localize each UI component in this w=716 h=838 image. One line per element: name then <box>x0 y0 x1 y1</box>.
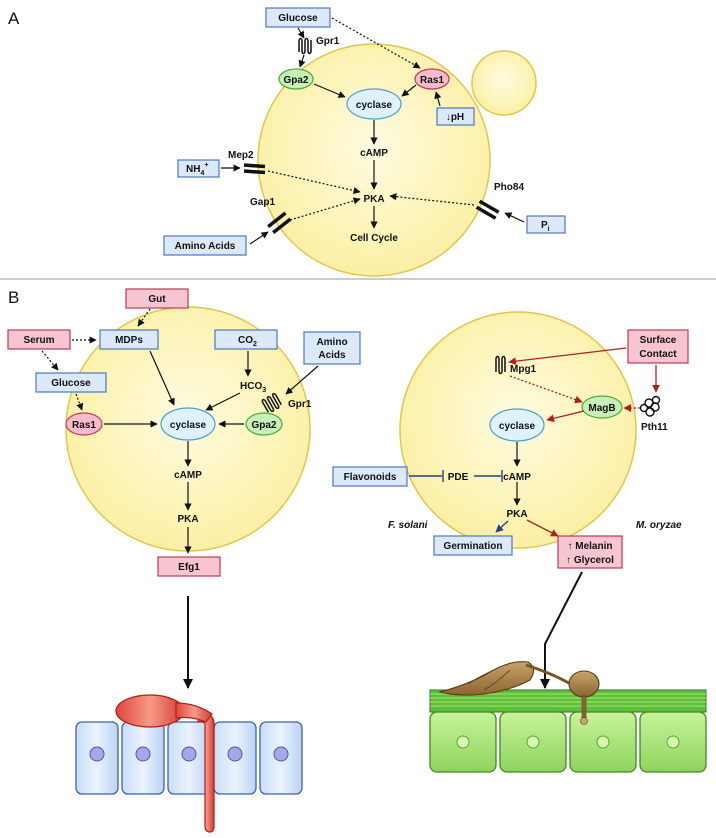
amino-acids-label-a: Amino Acids <box>175 241 236 252</box>
bud-cell <box>471 50 537 116</box>
ras1-label-b: Ras1 <box>72 420 96 431</box>
amino-acids-box-b: Amino Acids <box>303 331 361 365</box>
cyclase-label-a: cyclase <box>356 100 393 111</box>
gpa2-label: Gpa2 <box>283 75 308 86</box>
plant-cell <box>639 711 707 773</box>
ph-label: ↓pH <box>446 112 464 123</box>
cyclase-node-b: cyclase <box>160 407 216 441</box>
panel-label-a: A <box>8 9 20 28</box>
epithelial-cell <box>167 721 211 795</box>
camp-label-b: cAMP <box>174 470 202 481</box>
cyclase-label-c: cyclase <box>499 421 536 432</box>
panel-label-b: B <box>8 288 19 307</box>
pth11-label: Pth11 <box>641 422 668 433</box>
glucose-label-b: Glucose <box>51 378 91 389</box>
nh4-box: NH4+ <box>177 159 220 178</box>
surface-line2: Contact <box>639 349 677 360</box>
serum-label: Serum <box>23 335 54 346</box>
melanin-label: ↑ Melanin <box>567 541 612 552</box>
f-solani-label: F. solani <box>388 520 428 531</box>
gpr1-label-b: Gpr1 <box>288 399 312 410</box>
fungal-outcome-arrow <box>540 571 583 689</box>
gap1-label: Gap1 <box>250 197 275 208</box>
epithelial-cell <box>213 721 257 795</box>
cyclase-node-c: cyclase <box>489 408 545 442</box>
candida-hypha-icon <box>115 694 215 833</box>
epithelial-cells <box>75 721 303 795</box>
mpg1-label: Mpg1 <box>510 364 537 375</box>
pde-label: PDE <box>448 472 469 483</box>
nh4-label: NH4+ <box>186 162 208 177</box>
gpa2-node: Gpa2 <box>278 68 314 90</box>
serum-box: Serum <box>7 329 71 350</box>
gpr1-label: Gpr1 <box>316 36 340 47</box>
pho84-transporter-icon <box>475 199 500 220</box>
m-oryzae-label: M. oryzae <box>636 520 682 531</box>
glucose-label: Glucose <box>278 13 318 24</box>
mdps-label: MDPs <box>115 335 143 346</box>
cyclase-label-b: cyclase <box>170 420 207 431</box>
fungal-spore-icon <box>437 661 600 725</box>
mep2-label: Mep2 <box>228 150 254 161</box>
gpr1-receptor-icon <box>298 37 312 55</box>
gap1-transporter-icon <box>267 211 292 234</box>
ph-box: ↓pH <box>436 107 475 126</box>
plant-cell <box>429 711 497 773</box>
flavonoids-label: Flavonoids <box>344 472 397 483</box>
pka-label-b: PKA <box>177 514 198 525</box>
surface-line1: Surface <box>640 335 677 346</box>
plant-tissue <box>429 689 707 773</box>
cyclase-node-a: cyclase <box>346 88 402 120</box>
glucose-box-b: Glucose <box>35 372 107 393</box>
gpa2-node-b: Gpa2 <box>245 412 283 436</box>
co2-label: CO2 <box>238 335 257 348</box>
mdps-box: MDPs <box>99 329 159 350</box>
mep2-transporter-icon <box>243 163 266 175</box>
pka-label-c: PKA <box>506 509 527 520</box>
efg1-box: Efg1 <box>157 556 221 577</box>
magb-node: MagB <box>581 395 623 419</box>
cell-cycle-label: Cell Cycle <box>350 233 398 244</box>
efg1-label: Efg1 <box>178 562 200 573</box>
gut-label: Gut <box>148 294 166 305</box>
epithelial-cell <box>75 721 119 795</box>
surface-contact-box: Surface Contact <box>627 329 689 364</box>
co2-box: CO2 <box>214 329 278 350</box>
ras1-node-b: Ras1 <box>65 412 103 436</box>
gpa2-label-b: Gpa2 <box>251 420 276 431</box>
melanin-glycerol-box: ↑ Melanin ↑ Glycerol <box>557 535 623 569</box>
pth11-receptor-icon <box>639 395 661 417</box>
pka-label-a: PKA <box>363 194 384 205</box>
plant-cell <box>569 711 637 773</box>
germination-label: Germination <box>444 541 503 552</box>
germination-box: Germination <box>433 535 513 556</box>
amino-line2: Acids <box>318 350 346 361</box>
flavonoid-inhibition-line <box>409 470 503 482</box>
gpr1-receptor-icon-b <box>261 392 282 413</box>
camp-label-a: cAMP <box>360 148 388 159</box>
flavonoids-box: Flavonoids <box>332 466 408 487</box>
pho84-label: Pho84 <box>494 182 524 193</box>
pi-label: Pi <box>541 220 550 233</box>
mpg1-receptor-icon <box>495 355 506 375</box>
epithelial-cell <box>259 721 303 795</box>
pi-box: Pi <box>526 215 566 234</box>
glucose-box: Glucose <box>265 7 331 28</box>
magb-label: MagB <box>588 403 615 414</box>
ras1-label: Ras1 <box>420 75 444 86</box>
camp-label-c: cAMP <box>503 472 531 483</box>
amino-acids-box-a: Amino Acids <box>163 235 247 256</box>
glycerol-label: ↑ Glycerol <box>566 555 614 566</box>
amino-line1: Amino <box>316 337 347 348</box>
hco3-label: HCO3 <box>240 381 266 394</box>
ras1-node: Ras1 <box>414 68 450 90</box>
plant-cell <box>499 711 567 773</box>
epithelial-cell <box>121 721 165 795</box>
gut-box: Gut <box>125 288 189 309</box>
